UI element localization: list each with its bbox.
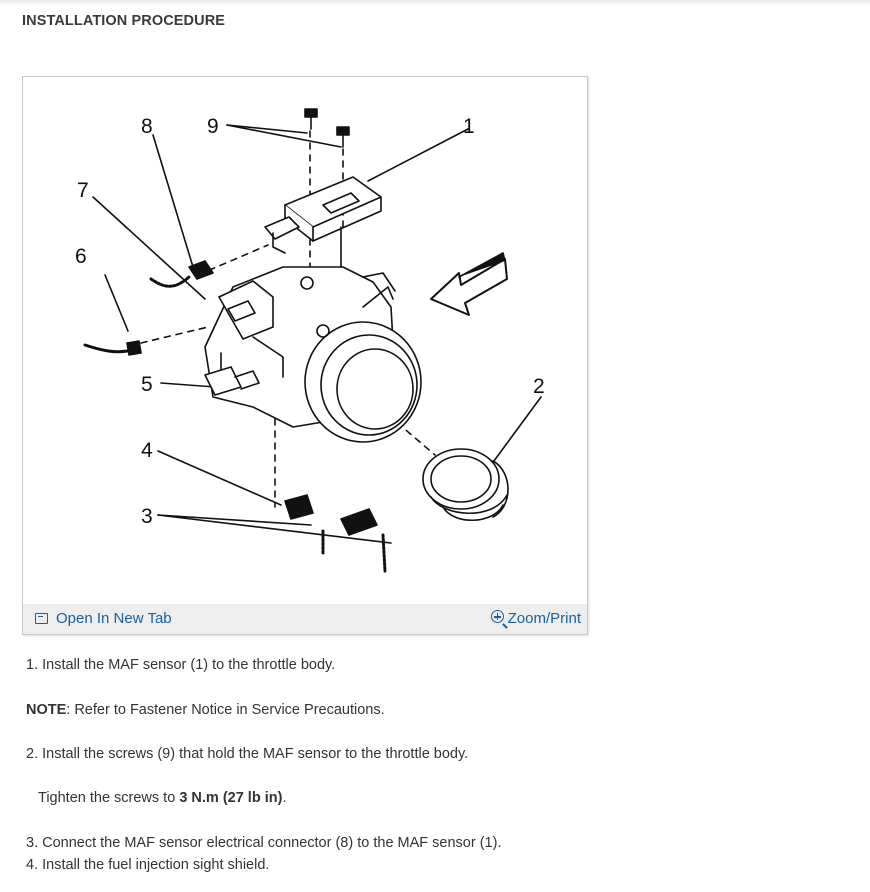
figure-toolbar: Open In New Tab Zoom/Print bbox=[23, 604, 587, 634]
connector-8-part bbox=[149, 260, 214, 288]
open-in-new-tab-link[interactable]: Open In New Tab bbox=[35, 610, 172, 627]
leader-line-4 bbox=[157, 450, 282, 506]
note-text: : Refer to Fastener Notice in Service Pr… bbox=[66, 702, 385, 718]
zoom-print-link[interactable]: Zoom/Print bbox=[490, 610, 581, 629]
step-3-text: 3. Connect the MAF sensor electrical con… bbox=[26, 835, 502, 851]
zoom-print-label: Zoom/Print bbox=[507, 610, 581, 627]
tighten-paragraph: Tighten the screws to 3 N.m (27 lb in). bbox=[38, 790, 286, 806]
top-shadow-bar bbox=[0, 0, 870, 6]
page-title: INSTALLATION PROCEDURE bbox=[22, 13, 226, 29]
seal-ring-part bbox=[422, 448, 509, 522]
maf-sensor-part bbox=[264, 176, 382, 268]
connector-5-part bbox=[204, 366, 260, 396]
callout-4: 4 bbox=[141, 439, 153, 462]
leader-line-1 bbox=[367, 128, 469, 182]
tighten-prefix: Tighten the screws to bbox=[38, 790, 180, 806]
leader-line-9a bbox=[226, 124, 308, 134]
leader-line-3b bbox=[157, 514, 392, 544]
callout-3: 3 bbox=[141, 505, 153, 528]
callout-5: 5 bbox=[141, 373, 153, 396]
leader-line-2 bbox=[490, 396, 542, 466]
step-1-text: 1. Install the MAF sensor (1) to the thr… bbox=[26, 657, 336, 673]
step-2-text: 2. Install the screws (9) that hold the … bbox=[26, 746, 469, 762]
direction-arrow-icon bbox=[430, 252, 508, 316]
diagram-figure: 1 2 3 4 5 6 7 8 9 Open In New Tab Zoom/P… bbox=[22, 76, 588, 635]
callout-7: 7 bbox=[77, 179, 89, 202]
callout-2: 2 bbox=[533, 375, 545, 398]
screw-part bbox=[304, 108, 350, 148]
tighten-suffix: . bbox=[282, 790, 287, 806]
open-in-new-tab-label: Open In New Tab bbox=[56, 610, 172, 627]
step-4-text: 4. Install the fuel injection sight shie… bbox=[26, 857, 270, 873]
leader-line-7 bbox=[92, 196, 206, 300]
throttle-body-diagram: 1 2 3 4 5 6 7 8 9 bbox=[75, 108, 545, 573]
leader-line-3a bbox=[157, 514, 312, 526]
leader-line-5 bbox=[160, 382, 216, 388]
open-new-tab-icon bbox=[35, 613, 48, 624]
leader-line-9b bbox=[226, 124, 342, 148]
harness-6-part bbox=[83, 340, 142, 356]
throttle-body-part bbox=[204, 266, 422, 443]
zoom-in-icon bbox=[490, 610, 508, 629]
note-paragraph: NOTE: Refer to Fastener Notice in Servic… bbox=[26, 702, 385, 718]
connector-3-4-part bbox=[284, 494, 387, 573]
callout-6: 6 bbox=[75, 245, 87, 268]
tighten-value: 3 N.m (27 lb in) bbox=[179, 790, 283, 806]
leader-line-8 bbox=[152, 134, 194, 268]
note-label: NOTE bbox=[26, 702, 67, 718]
callout-8: 8 bbox=[141, 115, 153, 138]
callout-9: 9 bbox=[207, 115, 219, 138]
leader-line-6 bbox=[104, 274, 129, 332]
callout-1: 1 bbox=[463, 115, 475, 138]
